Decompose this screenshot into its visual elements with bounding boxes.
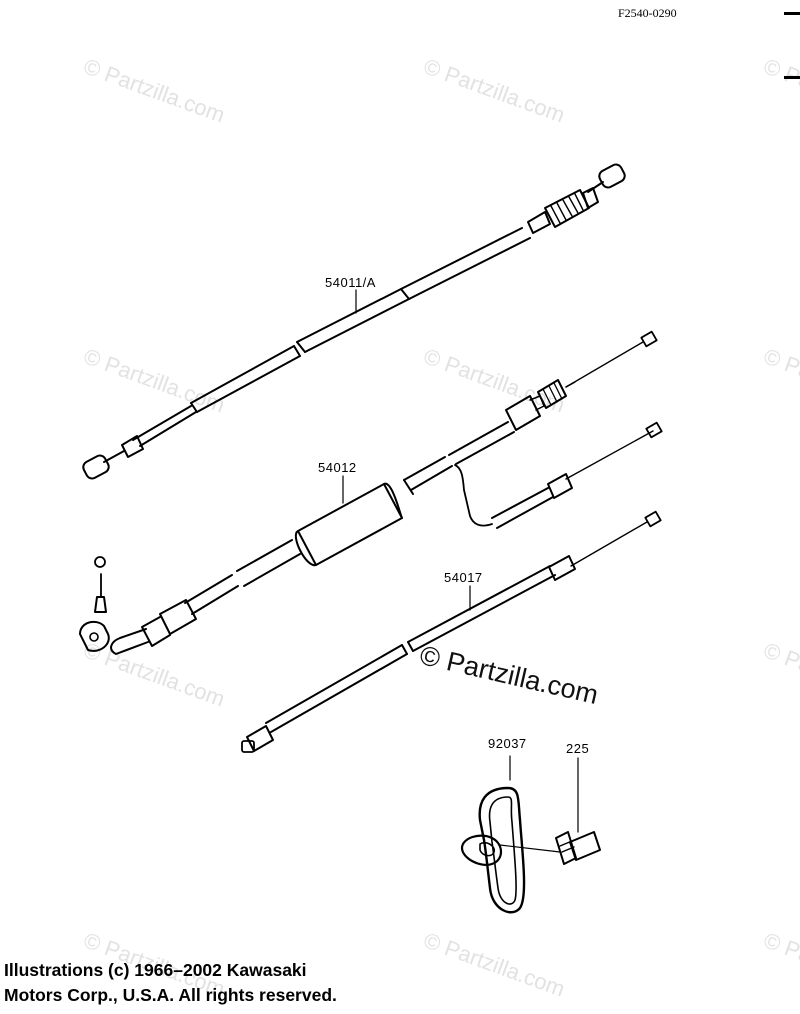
- cable-54017: [241, 510, 662, 753]
- copyright-notice: Illustrations (c) 1966–2002 Kawasaki Mot…: [4, 958, 337, 1008]
- part-label-225[interactable]: 225: [566, 741, 590, 756]
- mounting-bracket: [79, 620, 110, 652]
- part-label-92037[interactable]: 92037: [488, 736, 527, 751]
- cable-54012: [79, 330, 663, 655]
- threaded-adjuster: [544, 189, 590, 228]
- copyright-line-2: Motors Corp., U.S.A. All rights reserved…: [4, 985, 337, 1005]
- cable-end-knob: [598, 163, 626, 189]
- copyright-line-1: Illustrations (c) 1966–2002 Kawasaki: [4, 960, 307, 980]
- leader-line: [499, 844, 561, 853]
- junction-box: [297, 483, 403, 566]
- cable-end-knob: [82, 454, 110, 480]
- part-label-54012[interactable]: 54012: [318, 460, 357, 475]
- figure-code: F2540-0290: [618, 6, 677, 20]
- part-label-54011-a[interactable]: 54011/A: [325, 275, 376, 290]
- edge-mark: [784, 76, 800, 79]
- clamp-92037: [460, 755, 526, 914]
- cable-54011-a: [82, 163, 626, 480]
- part-label-54017[interactable]: 54017: [444, 570, 483, 585]
- edge-mark: [784, 12, 800, 15]
- screw-225: [499, 757, 601, 865]
